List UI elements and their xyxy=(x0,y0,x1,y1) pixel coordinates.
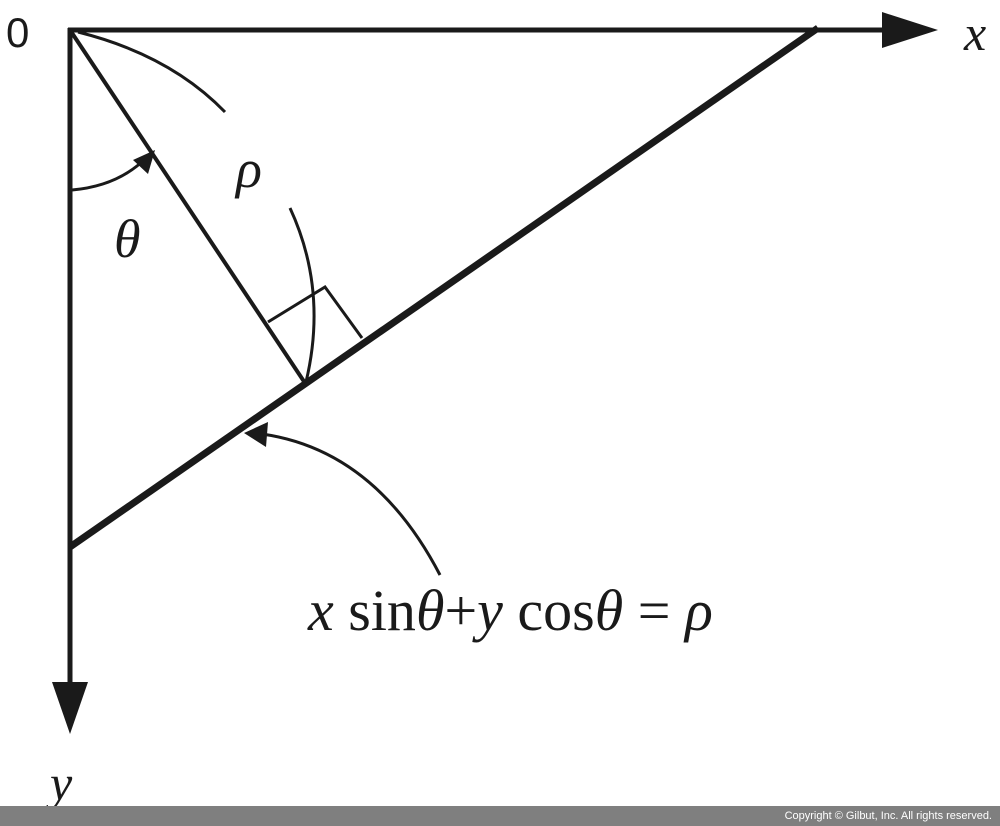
x-axis-label: x xyxy=(964,5,987,61)
y-axis-arrowhead xyxy=(52,682,88,734)
equation-pointer-arc xyxy=(261,432,442,576)
rho-label: ρ xyxy=(236,139,262,199)
copyright-footer: Copyright © Gilbut, Inc. All rights rese… xyxy=(0,806,1000,826)
rho-arc-lower xyxy=(288,207,316,383)
theta-label: θ xyxy=(114,209,141,269)
equation-term-sin: sin xyxy=(348,578,416,643)
equation-term-x: x xyxy=(308,578,334,643)
equation-term-equals: = xyxy=(637,578,671,643)
origin-label: 0 xyxy=(6,9,30,56)
hough-line-diagram xyxy=(52,12,938,734)
equation-term-theta-1: θ xyxy=(415,578,445,643)
right-angle-marker xyxy=(267,284,364,339)
target-line xyxy=(68,25,820,550)
equation-term-rho: ρ xyxy=(684,578,713,643)
equation-term-cos: cos xyxy=(517,578,595,643)
equation-term-plus: + xyxy=(444,578,478,643)
equation-term-y: y xyxy=(477,578,503,643)
normal-segment-rho xyxy=(68,28,307,385)
rho-arc-upper xyxy=(77,30,227,114)
equation-pointer-arrowhead xyxy=(244,422,268,447)
line-equation: x sinθ+y cosθ = ρ xyxy=(308,582,713,640)
equation-term-theta-2: θ xyxy=(594,578,624,643)
y-axis-label: y xyxy=(50,755,73,811)
theta-arrowhead xyxy=(133,150,155,174)
theta-arc xyxy=(71,156,148,192)
x-axis-arrowhead xyxy=(882,12,938,48)
